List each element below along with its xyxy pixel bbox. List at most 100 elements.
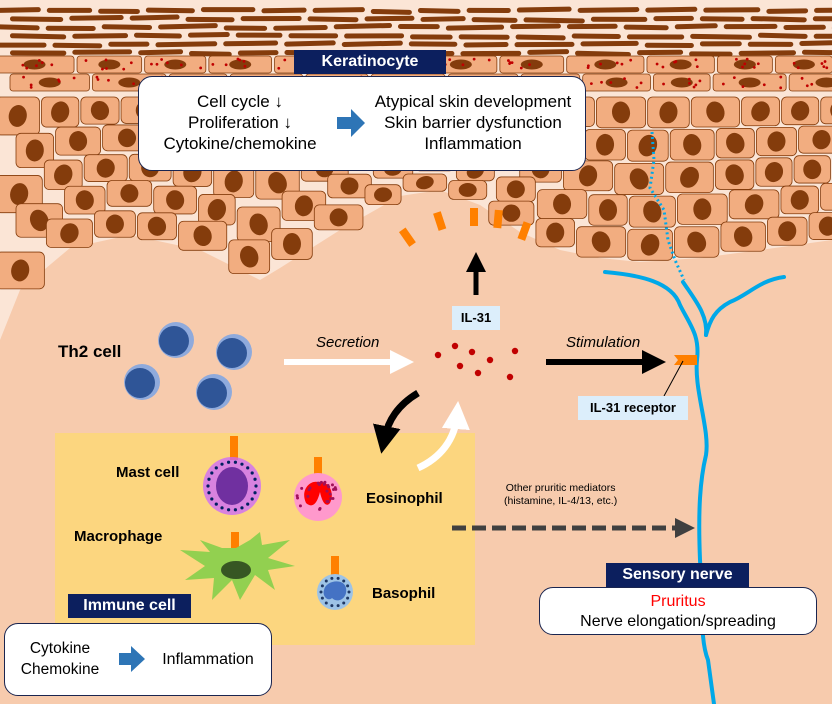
basophil-granule <box>330 576 334 580</box>
keratohyalin-granule <box>779 75 783 79</box>
corneocyte <box>370 8 412 15</box>
immune-chemokine: Chemokine <box>20 661 100 678</box>
corneocyte <box>69 15 124 21</box>
keratohyalin-granule <box>620 62 624 66</box>
keratinocyte-nucleus <box>96 158 115 178</box>
corneocyte <box>801 49 832 56</box>
eosinophil-granule <box>330 483 334 487</box>
keratinocyte-nucleus <box>118 128 137 148</box>
il31-receptor <box>470 208 478 226</box>
keratohyalin-granule <box>243 64 247 68</box>
keratohyalin-granule <box>635 86 639 89</box>
keratinocyte-nucleus <box>54 164 73 186</box>
basophil-granule <box>342 601 346 605</box>
eosinophil-granule <box>325 500 329 504</box>
keratohyalin-granule <box>609 81 613 84</box>
keratinocyte-nucleus <box>75 190 94 211</box>
effect-cell-cycle: Cell cycle ↓ <box>197 92 283 111</box>
keratohyalin-granule <box>673 60 676 64</box>
outcome-inflammation: Inflammation <box>424 134 522 153</box>
corneocyte <box>410 34 453 40</box>
keratohyalin-granule <box>743 62 747 66</box>
corneocyte <box>750 16 807 23</box>
keratinocyte-nucleus <box>90 100 110 121</box>
keratinocyte-nucleus <box>683 133 702 156</box>
keratohyalin-granule <box>694 83 698 87</box>
process-arrow-icon <box>119 646 145 672</box>
corneocyte <box>129 14 180 21</box>
keratohyalin-granule <box>732 76 736 80</box>
keratinocyte-nucleus <box>502 204 521 222</box>
keratinocyte-nucleus <box>224 170 243 193</box>
effect-cytokine-chemokine: Cytokine/chemokine <box>163 134 317 153</box>
corneocyte <box>364 15 415 22</box>
corneocyte <box>408 41 458 47</box>
corneocyte <box>261 7 307 14</box>
keratinocyte-nucleus <box>29 209 49 232</box>
corneocyte <box>645 6 698 13</box>
keratinocyte-nucleus <box>693 198 712 220</box>
mast-granule <box>254 484 258 488</box>
immune-outcome: Inflammation <box>162 651 254 668</box>
keratohyalin-granule <box>735 57 738 61</box>
mast-granule <box>240 462 244 466</box>
keratohyalin-granule <box>155 62 159 66</box>
keratohyalin-granule <box>487 58 491 62</box>
keratinocyte-nucleus <box>25 139 44 162</box>
mast-granule <box>214 502 218 506</box>
corneocyte <box>637 49 684 56</box>
keratinocyte-nucleus <box>803 159 822 180</box>
mast-granule <box>206 484 210 488</box>
keratinocyte-nucleus <box>778 221 797 242</box>
keratohyalin-granule <box>599 62 602 66</box>
keratinocyte-nucleus <box>374 187 393 202</box>
mast-granule <box>240 506 244 510</box>
corneocyte <box>813 33 832 39</box>
receptor-pointer-line <box>663 360 684 397</box>
keratinocyte-nucleus <box>726 132 745 154</box>
eosinophil-granule <box>328 492 332 496</box>
corneocyte <box>577 7 640 13</box>
th2-cell-nucleus <box>217 338 247 368</box>
corneocyte <box>52 42 103 49</box>
corneocyte <box>590 16 648 22</box>
corneocyte <box>273 25 328 31</box>
corneocyte <box>575 50 631 57</box>
keratinocyte-nucleus <box>733 226 753 247</box>
il31-molecule <box>468 348 476 356</box>
eosinophil-granule <box>319 480 323 484</box>
mast-granule <box>233 508 238 512</box>
keratohyalin-granule <box>695 65 699 69</box>
corneocyte <box>766 8 809 14</box>
corneocyte <box>703 7 761 13</box>
mast-granule <box>210 497 214 501</box>
corneocyte <box>699 41 742 47</box>
keratinocyte-nucleus <box>791 101 810 121</box>
keratohyalin-granule <box>179 63 183 67</box>
keratinocyte-nucleus <box>458 182 477 197</box>
corneocyte <box>623 24 669 31</box>
corneocyte <box>185 16 235 23</box>
keratohyalin-granule <box>50 63 54 67</box>
keratinocyte-header: Keratinocyte <box>294 50 446 74</box>
corneocyte <box>312 7 365 13</box>
keratinocyte-nucleus <box>10 183 29 205</box>
corneocyte <box>699 16 745 22</box>
corneocyte <box>814 7 832 13</box>
il31-receptor <box>398 227 416 247</box>
keratinocyte-nucleus <box>120 184 139 203</box>
corneocyte <box>757 32 808 39</box>
keratohyalin-granule <box>132 82 135 86</box>
th2-cell-nucleus <box>159 326 189 356</box>
corneocyte <box>514 41 575 48</box>
il31-molecule <box>506 373 514 381</box>
corneocyte <box>471 17 518 23</box>
keratohyalin-granule <box>105 67 108 70</box>
keratohyalin-granule <box>528 63 531 67</box>
keratinocyte-nucleus <box>11 259 30 282</box>
corneocyte <box>45 25 96 31</box>
corneocyte <box>420 16 466 22</box>
keratinocyte-nucleus <box>553 193 572 215</box>
keratinocyte-il31-receptors <box>398 208 532 247</box>
mast-granule <box>250 497 254 501</box>
